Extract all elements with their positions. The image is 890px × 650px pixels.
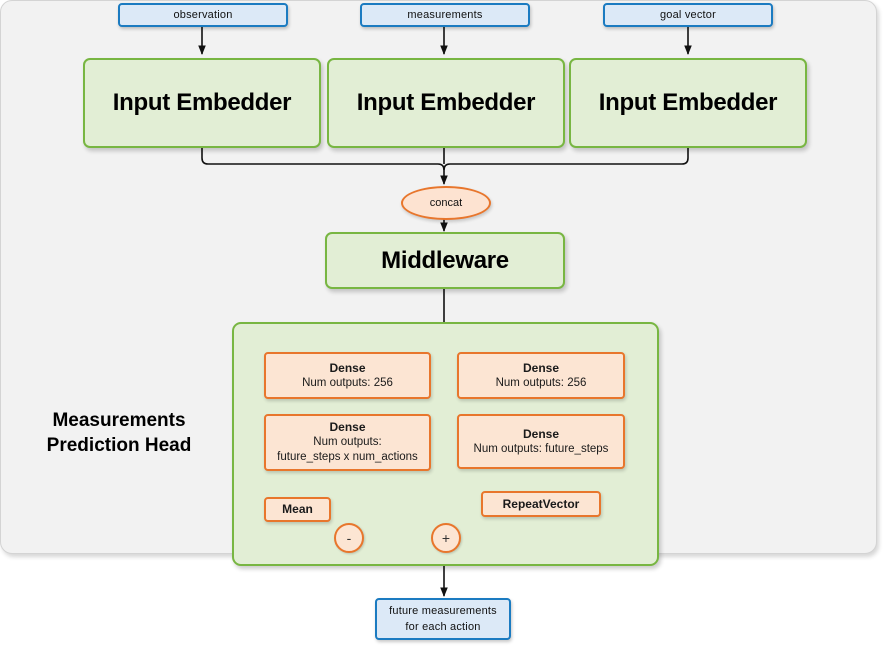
- head-label-line-2: Prediction Head: [46, 435, 192, 456]
- operator-subtract-symbol: -: [346, 530, 352, 546]
- layer-left-dense-1[interactable]: Dense Num outputs: 256: [264, 352, 431, 399]
- layer-right-dense-1-detail: Num outputs: 256: [495, 376, 587, 389]
- input-box-goal-vector[interactable]: goal vector: [603, 3, 773, 27]
- layer-repeat-vector-label: RepeatVector: [502, 496, 580, 511]
- input-box-observation[interactable]: observation: [118, 3, 288, 27]
- output-box-future-measurements[interactable]: future measurements for each action: [375, 598, 511, 640]
- operator-subtract[interactable]: -: [334, 523, 364, 553]
- input-label-goal-vector: goal vector: [659, 9, 716, 21]
- concat-label: concat: [429, 197, 463, 209]
- head-label-line-1: Measurements: [52, 410, 186, 431]
- input-box-measurements[interactable]: measurements: [360, 3, 530, 27]
- layer-mean-label: Mean: [282, 502, 313, 516]
- layer-right-dense-1-title: Dense: [522, 360, 560, 375]
- module-input-embedder-3[interactable]: Input Embedder: [569, 58, 807, 148]
- layer-right-dense-2-detail: Num outputs: future_steps: [473, 442, 609, 455]
- layer-right-dense-2[interactable]: Dense Num outputs: future_steps: [457, 414, 625, 469]
- layer-left-dense-2-title: Dense: [329, 420, 366, 434]
- operator-add[interactable]: +: [431, 523, 461, 553]
- layer-left-dense-1-title: Dense: [329, 360, 366, 375]
- output-label-line-1: future measurements: [389, 605, 497, 617]
- layer-right-dense-1[interactable]: Dense Num outputs: 256: [457, 352, 625, 399]
- layer-left-dense-2-detail-1: Num outputs:: [313, 436, 382, 448]
- input-label-measurements: measurements: [407, 9, 483, 21]
- layer-right-dense-2-title: Dense: [522, 426, 560, 441]
- operator-add-symbol: +: [441, 530, 451, 546]
- layer-left-dense-2[interactable]: Dense Num outputs: future_steps x num_ac…: [264, 414, 431, 471]
- module-middleware[interactable]: Middleware: [325, 232, 565, 289]
- layer-mean[interactable]: Mean: [264, 497, 331, 522]
- module-input-embedder-2[interactable]: Input Embedder: [327, 58, 565, 148]
- layer-left-dense-2-detail-2: future_steps x num_actions: [277, 451, 418, 463]
- output-label-line-2: for each action: [405, 621, 481, 633]
- embedder-label-3: Input Embedder: [598, 89, 778, 116]
- middleware-label: Middleware: [381, 246, 509, 274]
- embedder-label-1: Input Embedder: [112, 89, 292, 116]
- concat-node[interactable]: concat: [401, 186, 491, 220]
- measurements-prediction-head-label: Measurements Prediction Head: [14, 408, 224, 458]
- input-label-observation: observation: [173, 9, 233, 21]
- layer-left-dense-1-detail: Num outputs: 256: [302, 376, 393, 389]
- module-input-embedder-1[interactable]: Input Embedder: [83, 58, 321, 148]
- embedder-label-2: Input Embedder: [356, 89, 536, 116]
- layer-repeat-vector[interactable]: RepeatVector: [481, 491, 601, 517]
